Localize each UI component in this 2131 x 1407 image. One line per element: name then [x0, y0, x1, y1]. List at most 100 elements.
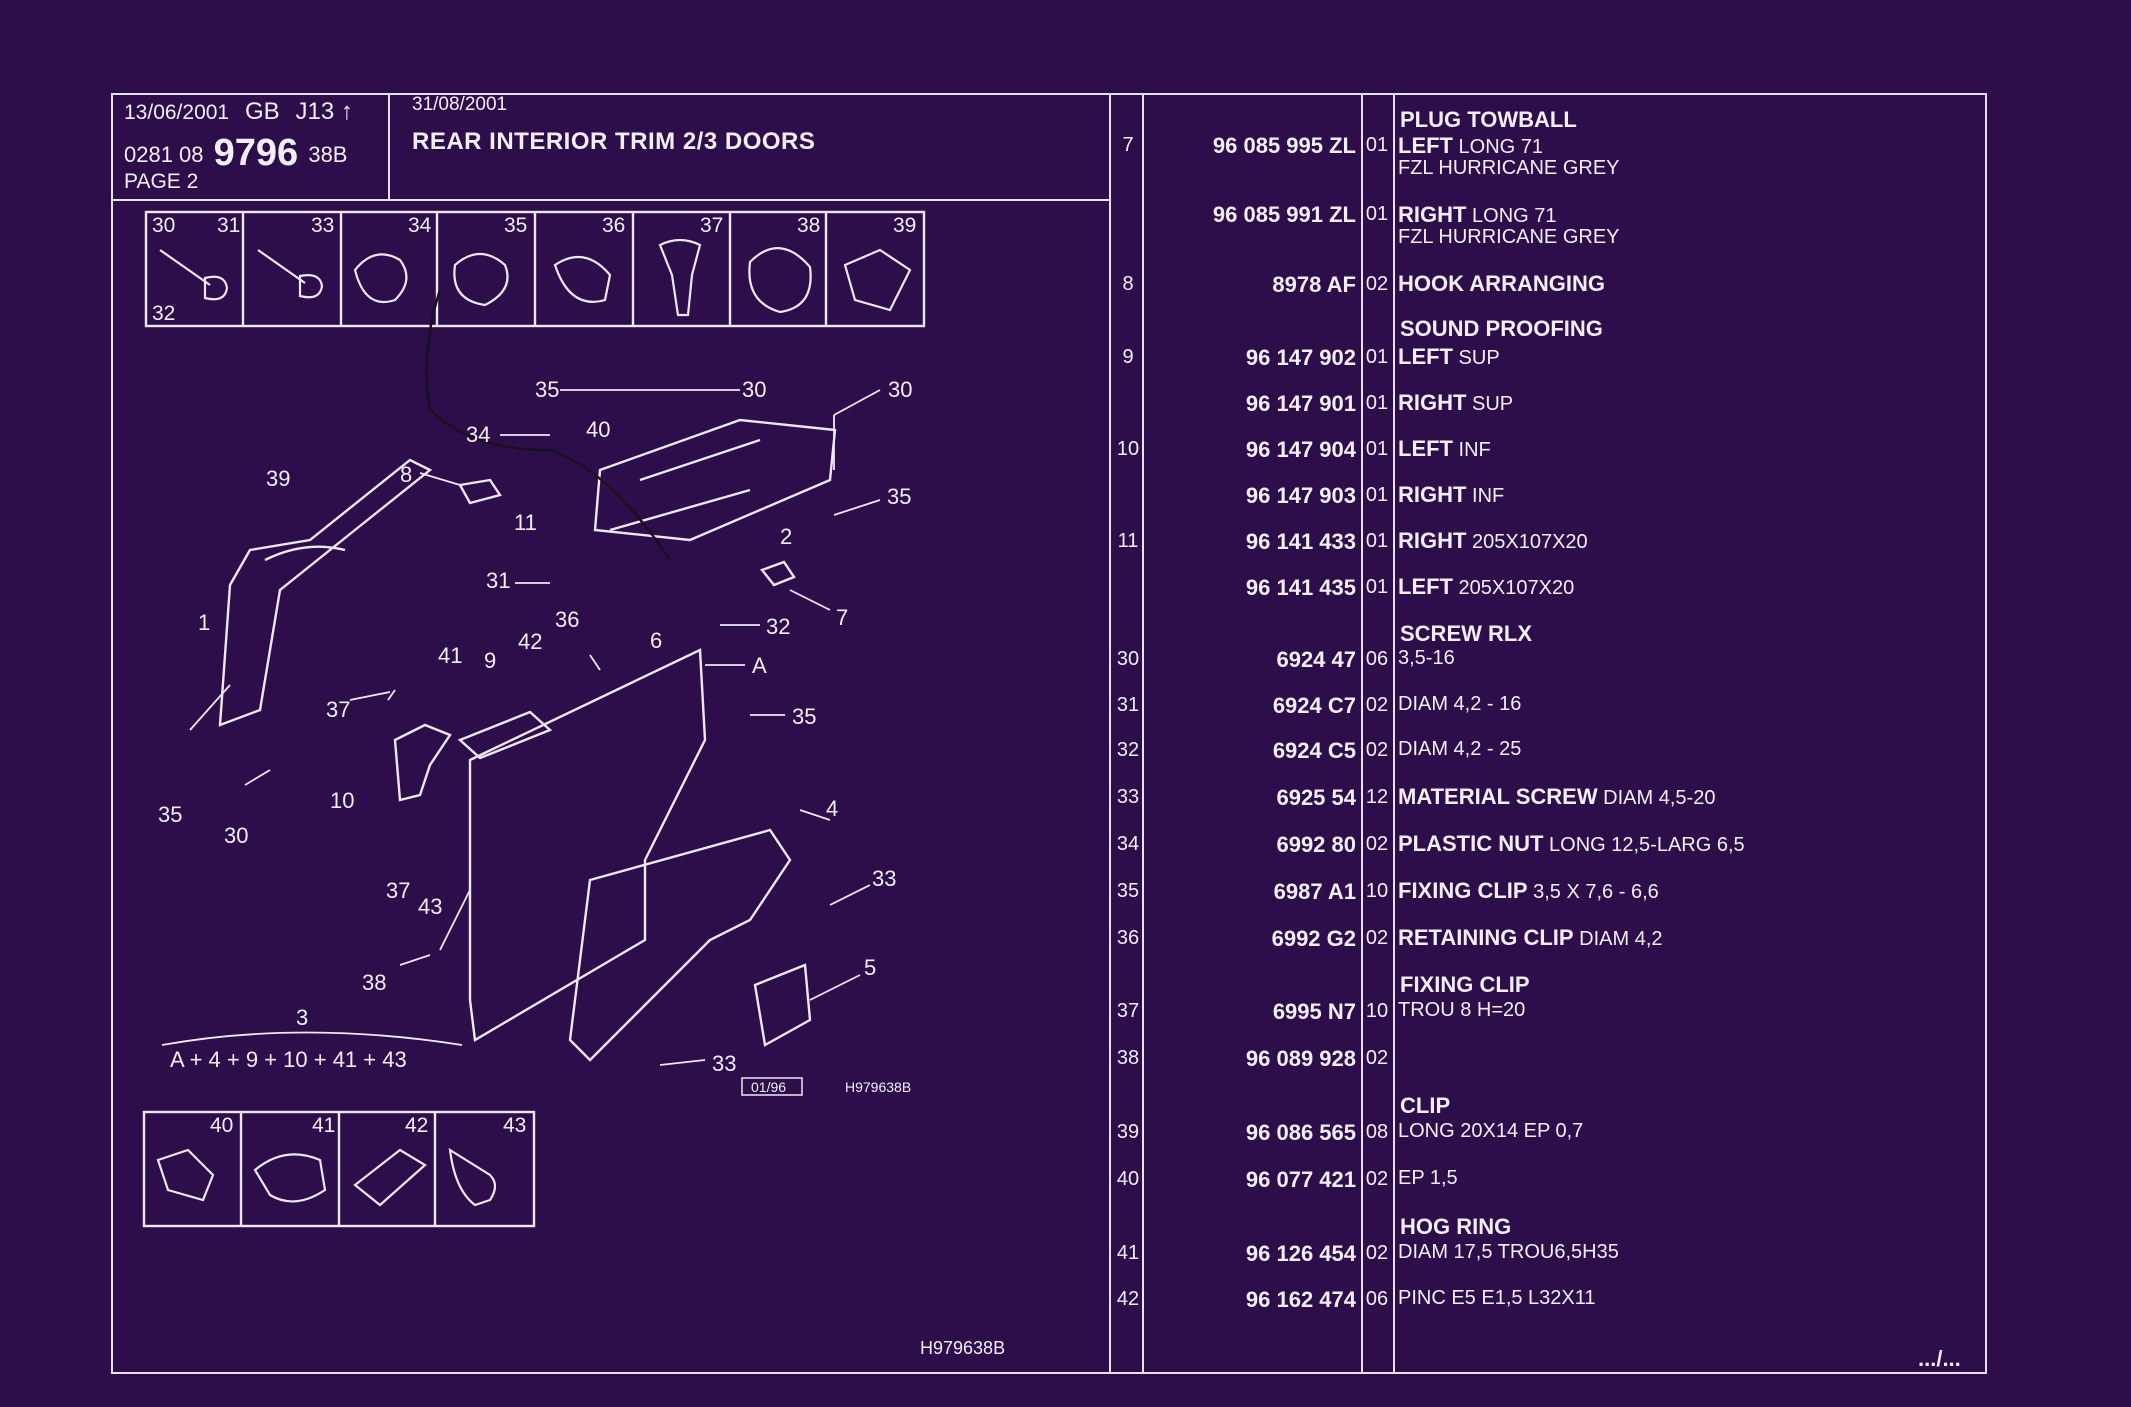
divider-ref-col — [1361, 93, 1363, 1374]
callout-33b: 33 — [712, 1051, 736, 1076]
header-row-page: 0281 08 9796 38B — [124, 132, 347, 175]
strip-num-31: 31 — [217, 214, 240, 237]
callout-35d: 35 — [158, 802, 182, 827]
part-quantity: 06 — [1365, 648, 1389, 670]
strip-num-38: 38 — [797, 214, 820, 237]
part-description: RIGHT SUP — [1398, 390, 1514, 415]
table-row-index: 33 — [1116, 786, 1140, 808]
header-bottom-rule — [111, 199, 1110, 201]
screw-43-sketch — [448, 1147, 497, 1207]
upper-trim-2 — [593, 418, 837, 542]
part-description: 3,5-16 — [1398, 647, 1455, 669]
part-quantity: 01 — [1365, 203, 1389, 225]
divider-index-col — [1142, 93, 1144, 1374]
table-row-index: 32 — [1116, 739, 1140, 761]
clip-35-sketch — [453, 252, 509, 307]
table-row-index: 38 — [1116, 1047, 1140, 1069]
part-quantity: 01 — [1365, 438, 1389, 460]
strip-num-33: 33 — [311, 214, 334, 237]
strip-num-42: 42 — [405, 1114, 428, 1137]
callout-9: 9 — [484, 648, 496, 673]
trim-panels — [218, 418, 837, 1062]
callout-5: 5 — [864, 955, 876, 980]
page-title: REAR INTERIOR TRIM 2/3 DOORS — [412, 128, 816, 155]
header-code: J13 ↑ — [295, 98, 353, 125]
strip-num-40: 40 — [210, 1114, 233, 1137]
header-page-label: PAGE 2 — [124, 170, 199, 193]
group-heading: SCREW RLX — [1400, 621, 1532, 646]
callout-34: 34 — [466, 422, 490, 447]
part-number: 6995 N7 — [1272, 999, 1356, 1024]
pinch-42-sketch — [353, 1148, 427, 1207]
part-description: PINC E5 E1,5 L32X11 — [1398, 1287, 1596, 1309]
callout-1: 1 — [198, 610, 210, 635]
header-page-number: 9796 — [213, 132, 299, 174]
callout-35a: 35 — [535, 377, 559, 402]
part-description: LEFT 205X107X20 — [1398, 574, 1575, 599]
callout-43: 43 — [418, 894, 442, 919]
group-heading: CLIP — [1400, 1093, 1451, 1118]
strip-num-30: 30 — [152, 214, 175, 237]
part-number: 96 147 903 — [1245, 483, 1356, 508]
part-quantity: 02 — [1365, 273, 1389, 295]
part-quantity: 02 — [1365, 1047, 1389, 1069]
part-description: EP 1,5 — [1398, 1167, 1458, 1189]
edition-box: 01/96 — [751, 1079, 786, 1095]
fastener-sketches — [156, 238, 912, 1207]
pad-10 — [393, 723, 452, 802]
strip-num-35: 35 — [504, 214, 527, 237]
part-number: 96 085 991 ZL — [1212, 202, 1356, 227]
part-quantity: 02 — [1365, 927, 1389, 949]
part-quantity: 02 — [1365, 1242, 1389, 1264]
strip-num-34: 34 — [408, 214, 432, 237]
strip-num-36: 36 — [602, 214, 625, 237]
part-quantity: 10 — [1365, 880, 1389, 902]
clip-40-sketch — [156, 1148, 215, 1202]
clip-39-sketch — [843, 248, 912, 312]
header-date: 13/06/2001 — [124, 101, 230, 124]
strip-num-39: 39 — [893, 214, 916, 237]
part-quantity: 08 — [1365, 1121, 1389, 1143]
callout-6: 6 — [650, 628, 662, 653]
strip-num-32: 32 — [152, 302, 175, 325]
screw-31-sketch — [257, 249, 324, 299]
part-quantity: 01 — [1365, 530, 1389, 552]
wire-overlay — [425, 289, 672, 561]
table-row-index: 40 — [1116, 1168, 1140, 1190]
diagram-ref: H979638B — [845, 1079, 911, 1095]
part-quantity: 01 — [1365, 346, 1389, 368]
part-number: 96 089 928 — [1245, 1046, 1356, 1071]
clip-7 — [760, 560, 796, 587]
callout-10: 10 — [330, 788, 354, 813]
group-heading: SOUND PROOFING — [1400, 316, 1603, 341]
part-description: LONG 20X14 EP 0,7 — [1398, 1120, 1584, 1142]
table-row-index: 30 — [1116, 648, 1140, 670]
callout-8: 8 — [400, 462, 412, 487]
callout-35c: 35 — [792, 704, 816, 729]
table-row-index: 11 — [1117, 530, 1139, 552]
part-description: DIAM 4,2 - 25 — [1398, 738, 1522, 760]
part-quantity: 12 — [1365, 786, 1389, 808]
part-description: LEFT SUP — [1398, 344, 1500, 369]
part-description-line2: FZL HURRICANE GREY — [1398, 226, 1620, 248]
clip-38-sketch — [748, 247, 812, 314]
strip-num-37: 37 — [700, 214, 723, 237]
part-description: LEFT LONG 71 — [1398, 133, 1544, 158]
table-row-index: 10 — [1116, 438, 1140, 460]
group-heading: HOG RING — [1400, 1214, 1512, 1239]
callout-32: 32 — [766, 614, 790, 639]
part-description: FIXING CLIP 3,5 X 7,6 - 6,6 — [1398, 878, 1659, 903]
footer-drawing-ref: H979638B — [920, 1338, 1006, 1358]
callout-4: 4 — [826, 796, 838, 821]
header-page-suffix: 38B — [308, 142, 348, 167]
callout-A: A — [752, 653, 767, 678]
lower-panel-4 — [568, 828, 792, 1062]
hook-8 — [458, 478, 502, 505]
divider-qty-col — [1393, 93, 1395, 1374]
leader-lines — [161, 389, 881, 1066]
part-description: RETAINING CLIP DIAM 4,2 — [1398, 925, 1663, 950]
bottom-strip-labels: 40 41 42 43 — [210, 1114, 526, 1137]
part-description: MATERIAL SCREW DIAM 4,5-20 — [1398, 784, 1716, 809]
part-description: RIGHT INF — [1398, 482, 1505, 507]
callout-33a: 33 — [872, 866, 896, 891]
